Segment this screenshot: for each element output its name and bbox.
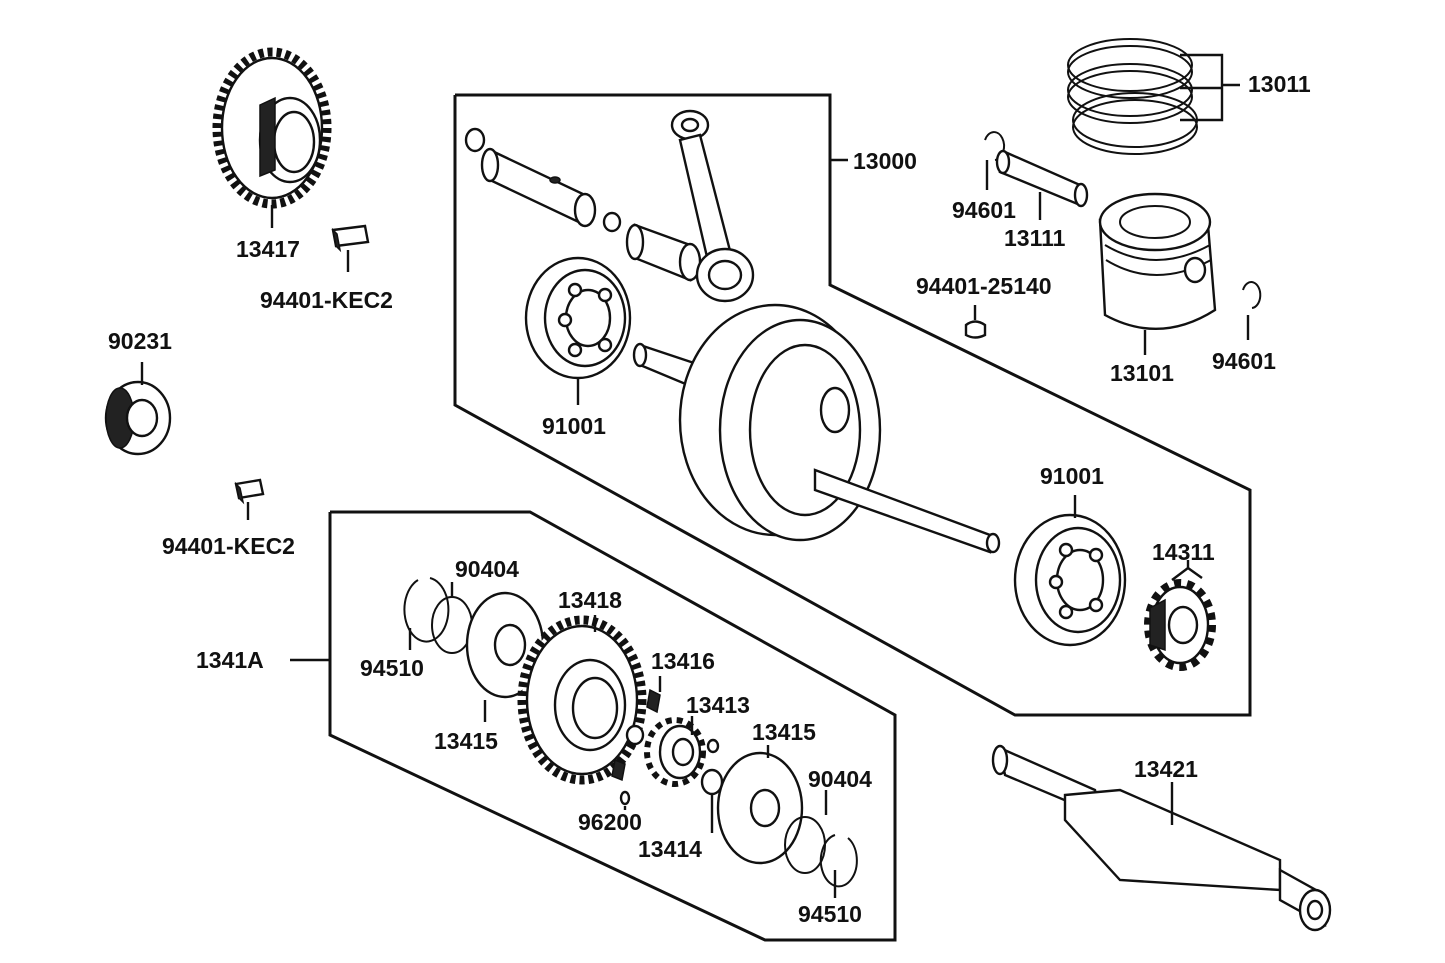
label-91001-right: 91001	[1040, 463, 1104, 489]
washer-13415-left	[465, 591, 545, 699]
piston-pin-13111	[995, 149, 1089, 208]
frame-crankshaft-assembly	[453, 93, 1252, 717]
label-94401-kec2-top: 94401-KEC2	[260, 287, 393, 313]
shaft-13421	[991, 744, 1332, 932]
circlip-94510-bottom	[819, 834, 858, 888]
label-13416: 13416	[651, 648, 715, 674]
label-13101: 13101	[1110, 360, 1174, 386]
crank-pin-small	[464, 127, 486, 153]
pin-small	[625, 724, 645, 746]
label-94601-top: 94601	[952, 197, 1016, 223]
circlip-94601-right	[1242, 281, 1262, 309]
crankshaft-13000	[632, 303, 1001, 554]
crank-pin	[480, 147, 597, 228]
pin-tiny	[706, 738, 720, 754]
nut-90231	[104, 380, 172, 456]
label-13415-right: 13415	[752, 719, 816, 745]
key-94401-kec2-top	[331, 224, 370, 253]
bearing-91001-left	[524, 256, 632, 380]
spring-lower	[611, 758, 626, 782]
label-13415-left: 13415	[434, 728, 498, 754]
label-13111: 13111	[1004, 225, 1066, 251]
label-13413: 13413	[686, 692, 750, 718]
gear-13418	[517, 615, 647, 785]
sprocket-14311	[1144, 579, 1216, 671]
label-13418: 13418	[558, 587, 622, 613]
label-90404-top: 90404	[455, 556, 519, 582]
piston-rings-13011	[1067, 38, 1198, 155]
key-94401-25140	[964, 320, 987, 339]
piston-13101	[1098, 192, 1217, 330]
label-13417: 13417	[236, 236, 300, 262]
label-94510-bottom: 94510	[798, 901, 862, 927]
label-13000: 13000	[853, 148, 917, 174]
leader-lines	[140, 53, 1250, 898]
label-91001-left: 91001	[542, 413, 606, 439]
key-94401-kec2-mid	[234, 478, 265, 505]
frame-clutch-gear-assembly	[328, 510, 897, 942]
connecting-rod	[670, 109, 755, 303]
label-94401-kec2-mid: 94401-KEC2	[162, 533, 295, 559]
label-13421: 13421	[1134, 756, 1198, 782]
label-14311: 14311	[1152, 539, 1215, 565]
label-90231: 90231	[108, 328, 172, 354]
label-1341a: 1341A	[196, 647, 264, 673]
needle-bearing	[625, 223, 702, 282]
washer-13415-right	[716, 751, 804, 865]
label-13011: 13011	[1248, 71, 1311, 97]
gear-13417	[212, 47, 332, 209]
label-94601-right: 94601	[1212, 348, 1276, 374]
spring-13416	[646, 688, 661, 714]
circlip-94510-left	[403, 577, 450, 643]
hub-13413	[644, 717, 706, 787]
label-96200: 96200	[578, 809, 642, 835]
bearing-91001-right	[1013, 513, 1127, 647]
label-90404-right: 90404	[808, 766, 872, 792]
pin-96200	[619, 790, 631, 806]
label-94401-25140: 94401-25140	[916, 273, 1052, 299]
label-94510-left: 94510	[360, 655, 424, 681]
label-13414: 13414	[638, 836, 702, 862]
pin-washer	[602, 211, 622, 233]
